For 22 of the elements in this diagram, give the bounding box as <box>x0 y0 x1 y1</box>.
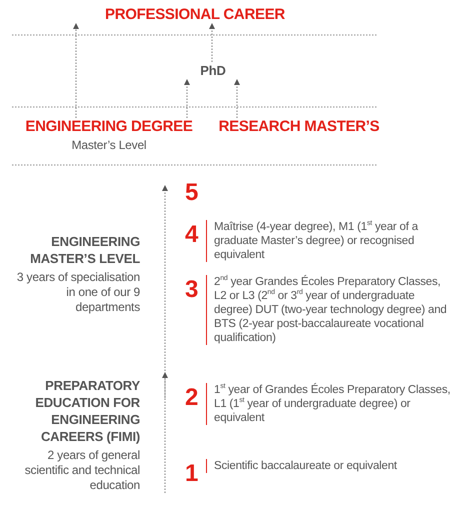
arrow <box>184 79 190 118</box>
stage-heading: PROFESSIONAL CAREER <box>104 6 286 23</box>
arrow <box>209 23 215 62</box>
step-number: 1 <box>185 462 198 486</box>
step-description: Maîtrise (4-year degree), M1 (1$^{st}$ year of a graduate Master’s degree) or recognised equivalent <box>206 220 454 262</box>
arrow <box>234 79 240 118</box>
level-description: 2 years of general scientific and technical education <box>24 448 140 493</box>
level-description: 3 years of specialisation in one of our 9 departments <box>16 270 140 315</box>
level-heading: PREPARATORY EDUCATION FOR ENGINEERING CAREERS (FIMI) <box>34 377 140 445</box>
step-description: 1$^{st}$ year of Grandes Écoles Preparatory Classes, L1 (1$^{st}$ year of undergraduate degree) or equivalent <box>206 383 454 425</box>
level-heading: ENGINEERING MASTER’S LEVEL <box>29 233 140 267</box>
step-number: 5 <box>185 181 198 205</box>
degree-label: PhD <box>199 62 227 79</box>
step-description: 2$^{nd}$ year Grandes Écoles Preparatory Classes, L2 or L3 (2$^{nd}$ or 3$^{rd}$ year of undergraduate degree) DUT (two-year technology degree) and BTS (2-year post-baccalaureate vocational qualification) <box>206 275 454 345</box>
degree-heading: ENGINEERING DEGREE <box>24 118 194 135</box>
step-number: 3 <box>185 278 198 302</box>
degree-subtitle: Master’s Level <box>70 138 148 153</box>
step-number: 2 <box>185 386 198 410</box>
stage-heading: RESEARCH MASTER’S <box>218 118 380 135</box>
step-number: 4 <box>185 223 198 247</box>
step-description: Scientific baccalaureate or equivalent <box>206 459 454 473</box>
arrow <box>73 23 79 118</box>
